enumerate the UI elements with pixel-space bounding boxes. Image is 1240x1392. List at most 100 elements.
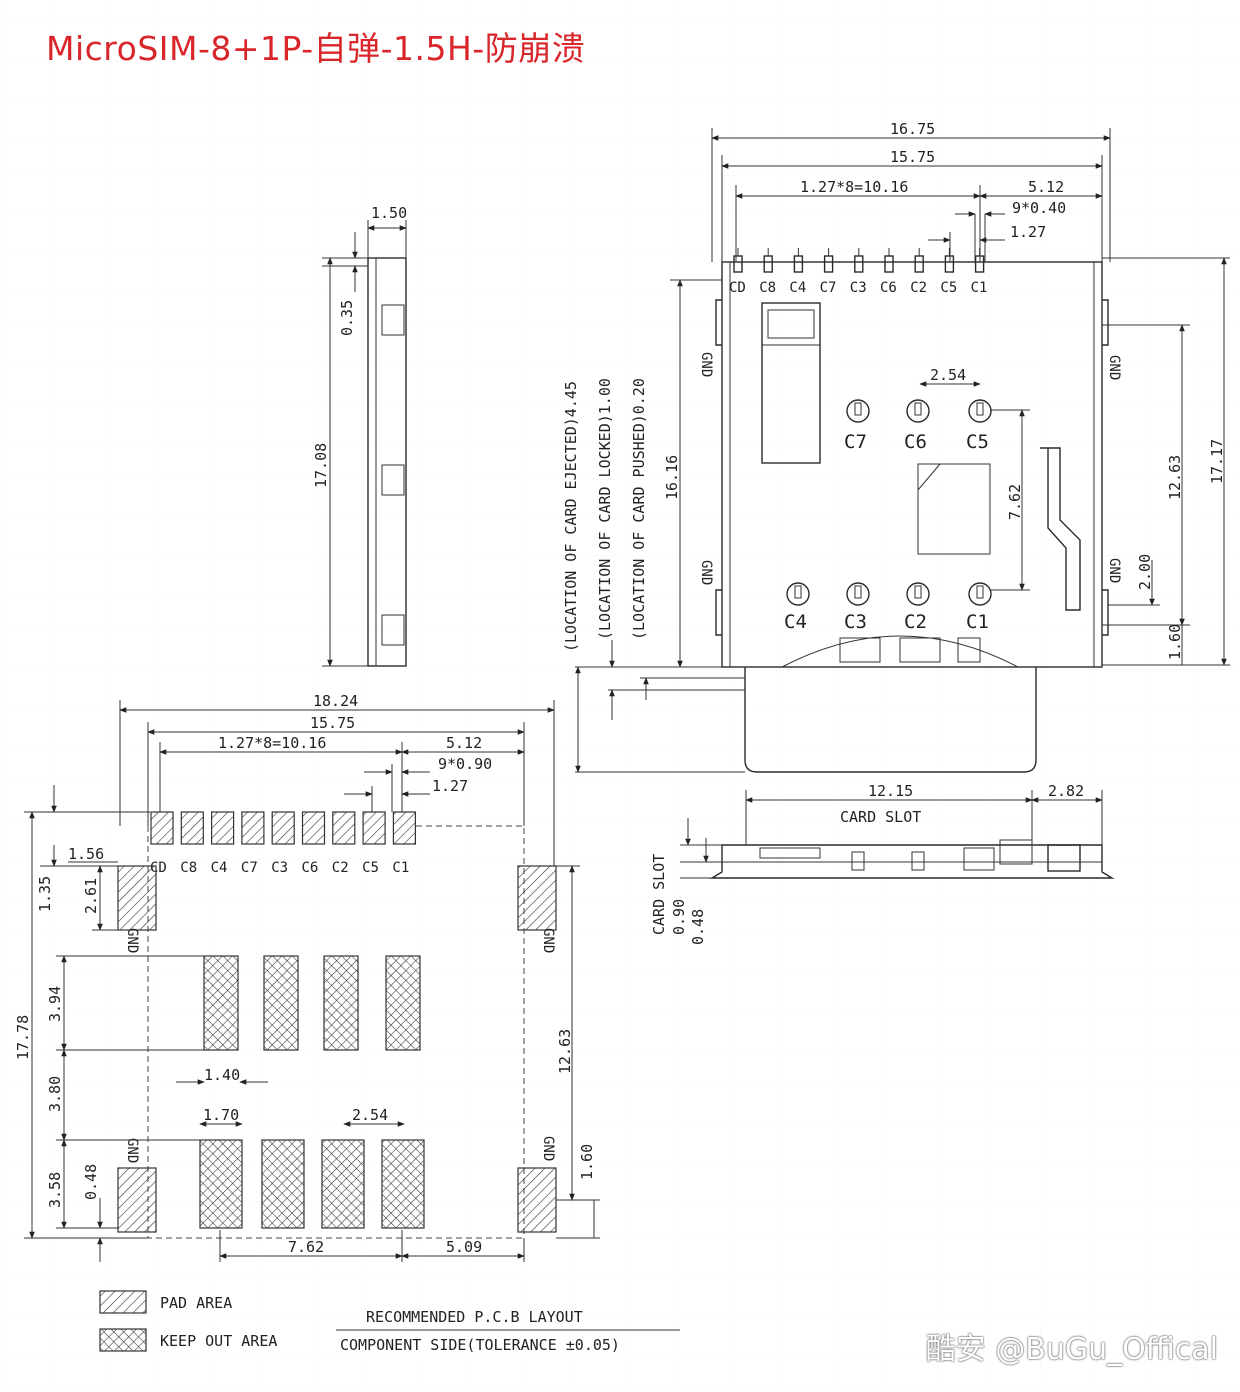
- tv-contact-label: C1: [966, 611, 989, 633]
- pcb-offset-label: 5.12: [446, 734, 482, 752]
- fv-card-slot-label: CARD SLOT: [840, 808, 921, 826]
- tv-ejected-label: (LOCATION OF CARD EJECTED)4.45: [562, 381, 580, 652]
- keepout-top-4: [385, 955, 421, 1051]
- tv-pin-label: C2: [910, 280, 927, 296]
- pcb-bottom-span-label: 7.62: [288, 1238, 324, 1256]
- pcb-pad-c2: C2: [332, 811, 356, 876]
- tv-gnd-height-label: 2.00: [1136, 554, 1154, 590]
- tv-pin-label: C3: [850, 280, 867, 296]
- legend: PAD AREA KEEP OUT AREA RECOMMENDED P.C.B…: [99, 1290, 680, 1354]
- fv-side-label: 2.82: [1048, 782, 1084, 800]
- tv-gnd-tl: GND: [698, 352, 714, 377]
- tv-pin-label: C1: [971, 280, 988, 296]
- tv-pin-c4: C4: [789, 248, 806, 296]
- pcb-gnd-top-label: 1.35: [36, 876, 54, 912]
- tv-contact-pitch-label: 2.54: [930, 366, 966, 384]
- pcb-overall-width-label: 18.24: [313, 692, 358, 710]
- watermark: 酷安 @BuGu_Offical: [925, 1332, 1218, 1367]
- tv-pitch-total-label: 1.27*8=10.16: [800, 178, 908, 196]
- keepout-top-3: [323, 955, 359, 1051]
- tv-row-spacing-label: 7.62: [1006, 484, 1024, 520]
- pcb-pad-label: C4: [211, 860, 228, 876]
- pcb-bottom-off-label: 5.09: [446, 1238, 482, 1256]
- side-top-width-label: 1.50: [371, 204, 407, 222]
- keepout-bottom-1: [199, 1139, 243, 1229]
- pcb-pad-label: C8: [180, 860, 197, 876]
- tv-left-height-label: 16.16: [663, 455, 681, 500]
- tv-contact-c3: C3: [844, 582, 870, 633]
- keepout-bottom-4: [381, 1139, 425, 1229]
- tv-contact-c2: C2: [904, 582, 930, 633]
- pcb-pad-label: C3: [271, 860, 288, 876]
- pcb-pad-label: C5: [362, 860, 379, 876]
- pad-area-swatch: [99, 1290, 147, 1314]
- pcb-pad-label: C7: [241, 860, 258, 876]
- tv-pin-c5: C5: [940, 248, 957, 296]
- tv-pin-c6: C6: [880, 248, 897, 296]
- tv-contact-c1: C1: [966, 582, 992, 633]
- tv-pushed-label: (LOCATION OF CARD PUSHED)0.20: [630, 378, 648, 640]
- tv-contact-c7: C7: [844, 399, 870, 453]
- pcb-keepout-h-label: 3.94: [46, 986, 64, 1022]
- tv-gnd-bottom-label: 1.60: [1166, 624, 1184, 660]
- pcb-pitch-total-label: 1.27*8=10.16: [218, 734, 326, 752]
- pcb-gnd-x-label: 1.56: [68, 845, 104, 863]
- side-height-label: 17.08: [312, 443, 330, 488]
- legend-keep-out-area: KEEP OUT AREA: [160, 1332, 277, 1350]
- tv-gnd-br: GND: [1106, 558, 1122, 583]
- pcb-overall-height-label: 17.78: [14, 1015, 32, 1060]
- tv-pin-label: C7: [820, 280, 837, 296]
- tv-pin-c3: C3: [850, 248, 867, 296]
- keep-out-area-swatch: [99, 1328, 147, 1352]
- pcb-gnd-tr-label: GND: [540, 928, 556, 953]
- drawing-title: MicroSIM-8+1P-自弹-1.5H-防崩溃: [46, 29, 586, 68]
- pcb-pad-w2-label: 1.70: [203, 1106, 239, 1124]
- pcb-gap-h-label: 3.80: [46, 1076, 64, 1112]
- legend-pad-area: PAD AREA: [160, 1294, 232, 1312]
- tv-overall-width-label: 16.75: [890, 120, 935, 138]
- pcb-gnd-bl-label: GND: [124, 1138, 140, 1163]
- tv-pin-label: C6: [880, 280, 897, 296]
- tv-contact-c6: C6: [904, 399, 930, 453]
- fv-card-slot-vert-label: CARD SLOT: [650, 854, 668, 935]
- tv-pin-cd: CD: [729, 248, 746, 296]
- pcb-pad-label: C2: [332, 860, 349, 876]
- keepout-top-2: [263, 955, 299, 1051]
- keepout-bottom-2: [261, 1139, 305, 1229]
- pcb-keepout-w-label: 1.40: [204, 1066, 240, 1084]
- tv-pin-c2: C2: [910, 248, 927, 296]
- tv-pin-label: CD: [729, 280, 746, 296]
- keepout-top-1: [203, 955, 239, 1051]
- fv-dim-b-label: 0.48: [689, 909, 707, 945]
- tv-contact-label: C7: [844, 431, 867, 453]
- tv-contact-label: C6: [904, 431, 927, 453]
- pcb-pad-c4: C4: [211, 811, 235, 876]
- tv-contact-label: C5: [966, 431, 989, 453]
- tv-slot-width-label: 15.75: [890, 148, 935, 166]
- pcb-gnd-pad-tr: [517, 865, 557, 931]
- pcb-pad-c3: C3: [271, 811, 295, 876]
- pcb-pad-pitch-label: 2.54: [352, 1106, 388, 1124]
- tv-contact-label: C4: [784, 611, 807, 633]
- pcb-right-b-label: 1.60: [578, 1144, 596, 1180]
- tv-pin-c7: C7: [820, 248, 837, 296]
- pcb-keepout-areas: [199, 955, 425, 1229]
- pcb-pad-c7: C7: [241, 811, 265, 876]
- pcb-right-h-label: 12.63: [556, 1029, 574, 1074]
- pcb-pad-c6: C6: [302, 811, 326, 876]
- tv-pin-c8: C8: [759, 248, 776, 296]
- pcb-gnd-pad-bl: [117, 1167, 157, 1233]
- tv-locked-label: (LOCATION OF CARD LOCKED)1.00: [596, 378, 614, 640]
- pcb-gnd-pad-tl: [117, 865, 157, 931]
- tv-gnd-tr: GND: [1106, 355, 1122, 380]
- tv-pin-label: C8: [759, 280, 776, 296]
- legend-component-side: COMPONENT SIDE(TOLERANCE ±0.05): [340, 1336, 620, 1354]
- tv-right-outer-label: 17.17: [1208, 439, 1226, 484]
- pcb-bottom-h-label: 3.58: [46, 1172, 64, 1208]
